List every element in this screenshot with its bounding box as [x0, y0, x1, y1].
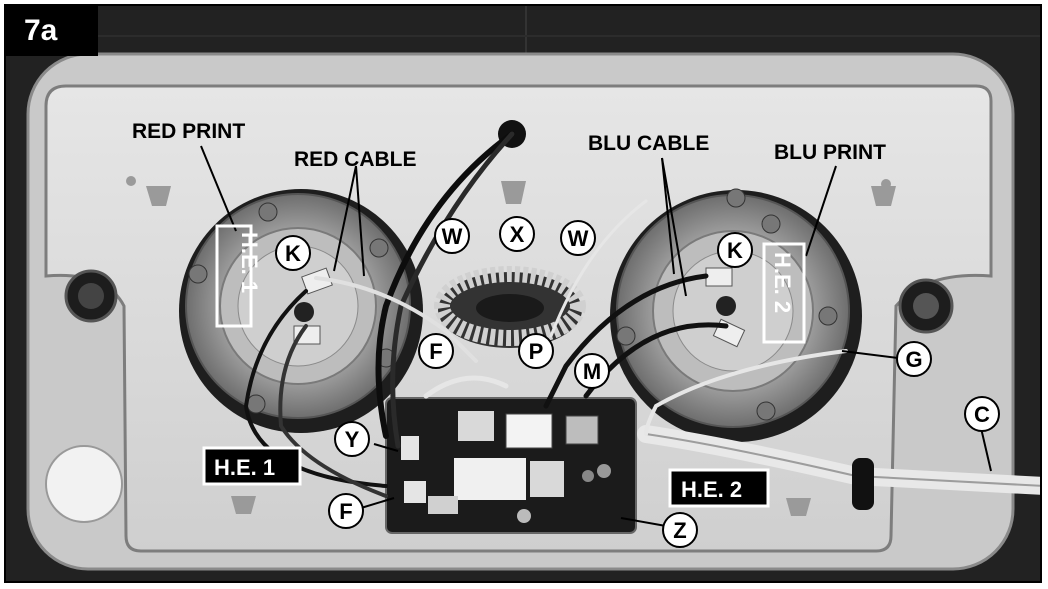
he1-vertical-box: H.E. 1 [215, 224, 262, 328]
toroid-coil [434, 266, 586, 348]
callout-w-left-text: W [442, 224, 463, 249]
mounting-pegs [126, 176, 896, 516]
callout-f-bottom: F [328, 493, 364, 529]
leader-lines [200, 145, 992, 527]
wires [243, 131, 848, 498]
callout-w-right-text: W [568, 226, 589, 251]
callout-y: Y [334, 421, 370, 457]
callout-z: Z [662, 512, 698, 548]
callout-z-text: Z [673, 518, 686, 543]
control-board [385, 397, 637, 534]
label-blu-print: BLU PRINT [774, 141, 886, 164]
he2-vertical-text: H.E. 2 [770, 252, 795, 313]
he1-bottom-text: H.E. 1 [214, 455, 275, 480]
callout-c-text: C [974, 402, 990, 427]
callout-p-text: P [529, 339, 544, 364]
label-blu-cable: BLU CABLE [588, 132, 709, 155]
he1-bottom-box: H.E. 1 [202, 446, 302, 486]
label-red-print: RED PRINT [132, 120, 245, 143]
callout-k-left-text: K [285, 241, 301, 266]
callout-g-text: G [905, 347, 922, 372]
callout-f-top: F [418, 333, 454, 369]
callout-w-right: W [560, 220, 596, 256]
he2-vertical-box: H.E. 2 [762, 242, 806, 344]
callout-f-top-text: F [429, 339, 442, 364]
callout-m: M [574, 353, 610, 389]
callout-w-left: W [434, 218, 470, 254]
figure-tag [6, 6, 98, 56]
callout-k-right: K [717, 232, 753, 268]
wiring-photo: 7a RED PRINT RED CABLE BLU CABLE BLU PRI… [6, 6, 1040, 581]
label-red-cable: RED CABLE [294, 148, 417, 171]
callout-c: C [964, 396, 1000, 432]
figure-tag-text: 7a [24, 14, 58, 47]
callout-p: P [518, 333, 554, 369]
callout-y-text: Y [345, 427, 360, 452]
callout-k-left: K [275, 235, 311, 271]
heating-element-2 [610, 188, 862, 442]
callout-x-text: X [510, 222, 525, 247]
photo-frame: 7a RED PRINT RED CABLE BLU CABLE BLU PRI… [4, 4, 1042, 583]
cable-clamp [852, 458, 874, 510]
callout-m-text: M [583, 359, 601, 384]
callout-k-right-text: K [727, 238, 743, 263]
callout-f-bottom-text: F [339, 499, 352, 524]
he2-bottom-box: H.E. 2 [668, 468, 770, 508]
white-cap [45, 445, 123, 523]
he1-vertical-text: H.E. 1 [237, 232, 262, 293]
callout-x: X [499, 216, 535, 252]
he2-bottom-text: H.E. 2 [681, 477, 742, 502]
callout-g: G [896, 341, 932, 377]
